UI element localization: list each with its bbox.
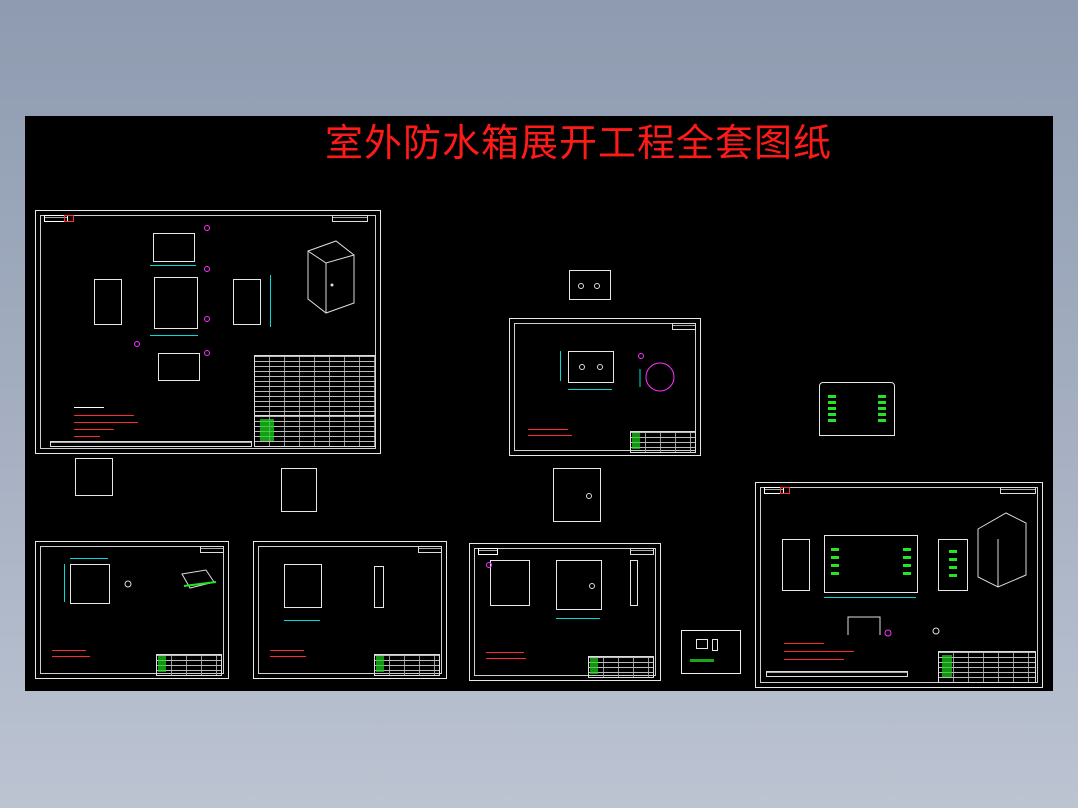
door-detail-sheet[interactable]: [469, 543, 661, 681]
title-block: [630, 431, 696, 453]
panel-edge-view: [374, 566, 384, 608]
left-side-view: [94, 279, 122, 325]
bracket-3d-icon: [847, 512, 1027, 637]
vented-panel-view: [938, 539, 968, 591]
note-line: [270, 656, 306, 657]
drawing-code-box: [418, 546, 442, 553]
balloon-callout: [638, 353, 644, 359]
balloon-callout: [204, 266, 210, 272]
dimension-line: [556, 618, 600, 619]
drawing-number-box: [44, 215, 68, 222]
revision-strip: [766, 671, 908, 677]
dimension-line: [70, 558, 108, 559]
panel-part: [70, 564, 110, 604]
title-block-highlight: [376, 656, 384, 672]
title-block: [254, 415, 376, 447]
top-cover-part: [568, 351, 614, 383]
top-panel-view: [153, 233, 195, 262]
thumbnail-part: [712, 639, 718, 651]
thumbnail-sheet[interactable]: [681, 630, 741, 674]
title-block-highlight: [158, 656, 166, 672]
panel-detail-sheet-2[interactable]: [253, 541, 447, 679]
note-line: [784, 651, 854, 652]
note-line: [74, 429, 114, 430]
page-title: 室外防水箱展开工程全套图纸: [325, 121, 833, 165]
drawing-code-box: [1000, 487, 1036, 494]
bill-of-materials: [254, 355, 376, 417]
revision-strip: [50, 441, 252, 447]
drawing-code-box: [200, 546, 224, 553]
assembly-drawing-sheet[interactable]: [35, 210, 381, 454]
side-flange-view: [782, 539, 810, 591]
cad-model-space[interactable]: 室外防水箱展开工程全套图纸: [25, 116, 1053, 691]
panel-outline: [281, 468, 317, 512]
panel-section-view: [124, 569, 217, 589]
drawing-code-box: [630, 548, 654, 555]
drawing-number-box: [764, 487, 784, 494]
title-block-highlight: [942, 655, 952, 677]
panel-outline: [75, 458, 113, 496]
dimension-line: [64, 564, 65, 602]
bottom-panel-view: [158, 353, 200, 381]
revision-mark: [780, 487, 790, 494]
note-line: [784, 659, 844, 660]
dimension-line: [284, 620, 320, 621]
top-cover-sheet[interactable]: [509, 318, 701, 456]
balloon-callout: [204, 225, 210, 231]
title-block: [374, 654, 440, 676]
note-line: [486, 652, 524, 653]
door-part: [490, 560, 530, 606]
notes-heading: [74, 407, 104, 408]
dimension-line: [150, 335, 198, 336]
dimension-line: [150, 265, 196, 266]
note-line: [52, 650, 86, 651]
right-side-view: [233, 279, 261, 325]
title-block: [588, 656, 654, 678]
dimension-line: [568, 389, 612, 390]
drawing-number-box: [478, 548, 498, 555]
panel-part: [284, 564, 322, 608]
title-block-highlight: [632, 433, 640, 449]
front-view: [154, 277, 198, 329]
balloon-callout: [134, 341, 140, 347]
revision-mark: [64, 215, 74, 222]
thumbnail-part: [696, 639, 708, 649]
note-line: [74, 415, 134, 416]
note-line: [528, 429, 568, 430]
note-line: [74, 422, 138, 423]
drawing-code-box: [332, 215, 368, 222]
note-line: [486, 658, 526, 659]
note-line: [528, 435, 572, 436]
note-line: [270, 650, 304, 651]
dimension-line: [824, 597, 916, 598]
top-cover-flat-pattern: [569, 270, 611, 300]
drawing-code-box: [672, 323, 696, 330]
side-panel-flat-pattern: [824, 535, 918, 593]
thumbnail-highlight: [690, 659, 714, 662]
title-block: [938, 651, 1036, 683]
dimension-line: [270, 275, 271, 327]
door-panel: [556, 560, 602, 610]
balloon-callout: [486, 562, 492, 568]
detail-view-circle: [639, 362, 675, 392]
title-block-highlight: [590, 658, 598, 674]
note-line: [52, 656, 90, 657]
enclosure-3d-icon: [307, 240, 355, 314]
note-line: [74, 436, 100, 437]
balloon-callout: [204, 350, 210, 356]
panel-detail-sheet-1[interactable]: [35, 541, 229, 679]
door-flat-pattern: [553, 468, 601, 522]
side-panel-expansion-sheet[interactable]: [755, 482, 1043, 688]
note-line: [784, 643, 824, 644]
door-edge-view: [630, 560, 638, 606]
title-block: [156, 654, 222, 676]
vented-side-panel: [819, 382, 895, 436]
balloon-callout: [204, 316, 210, 322]
dimension-line: [560, 351, 561, 381]
title-block-highlight: [260, 419, 274, 441]
